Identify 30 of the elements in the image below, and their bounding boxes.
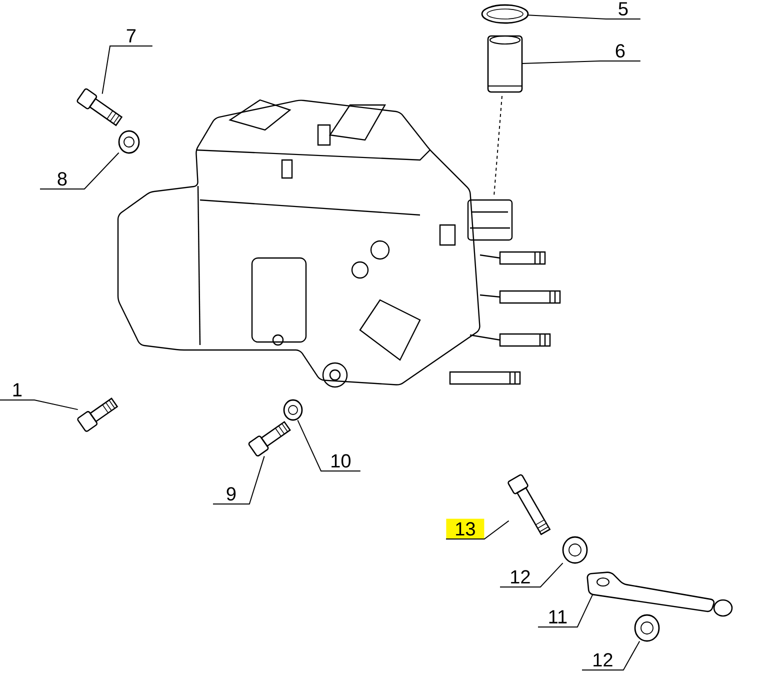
leader-line: [500, 562, 564, 588]
callout-number: 13: [446, 518, 484, 539]
callout-number: 8: [58, 172, 67, 186]
callout-number: 12: [594, 653, 612, 666]
part-drawing: [586, 572, 733, 617]
callout-number: 5: [618, 2, 628, 16]
part-drawing: [481, 4, 529, 24]
callout-number: 11: [549, 610, 567, 624]
part-drawing: [634, 614, 660, 642]
leader-line: [102, 46, 153, 94]
leader-line: [538, 594, 594, 628]
leader-line: [582, 640, 640, 670]
leader-line: [528, 14, 641, 20]
part-drawing: [562, 536, 588, 564]
part-drawing: [487, 35, 523, 93]
leader-line: [446, 520, 510, 540]
callout-number: 1: [13, 383, 22, 396]
leader-line: [40, 152, 120, 190]
leader-line: [522, 60, 641, 64]
callout-number: 12: [511, 570, 530, 584]
callout-number: 9: [226, 487, 236, 501]
leader-line: [297, 420, 361, 472]
leader-line: [0, 400, 78, 410]
part-drawing: [118, 130, 140, 154]
part-drawing: [77, 398, 118, 432]
callout-number: 10: [332, 454, 351, 468]
callout-number: 6: [616, 44, 625, 58]
leader-line: [212, 456, 265, 504]
callout-number: 7: [126, 29, 136, 42]
part-drawing: [283, 399, 303, 421]
